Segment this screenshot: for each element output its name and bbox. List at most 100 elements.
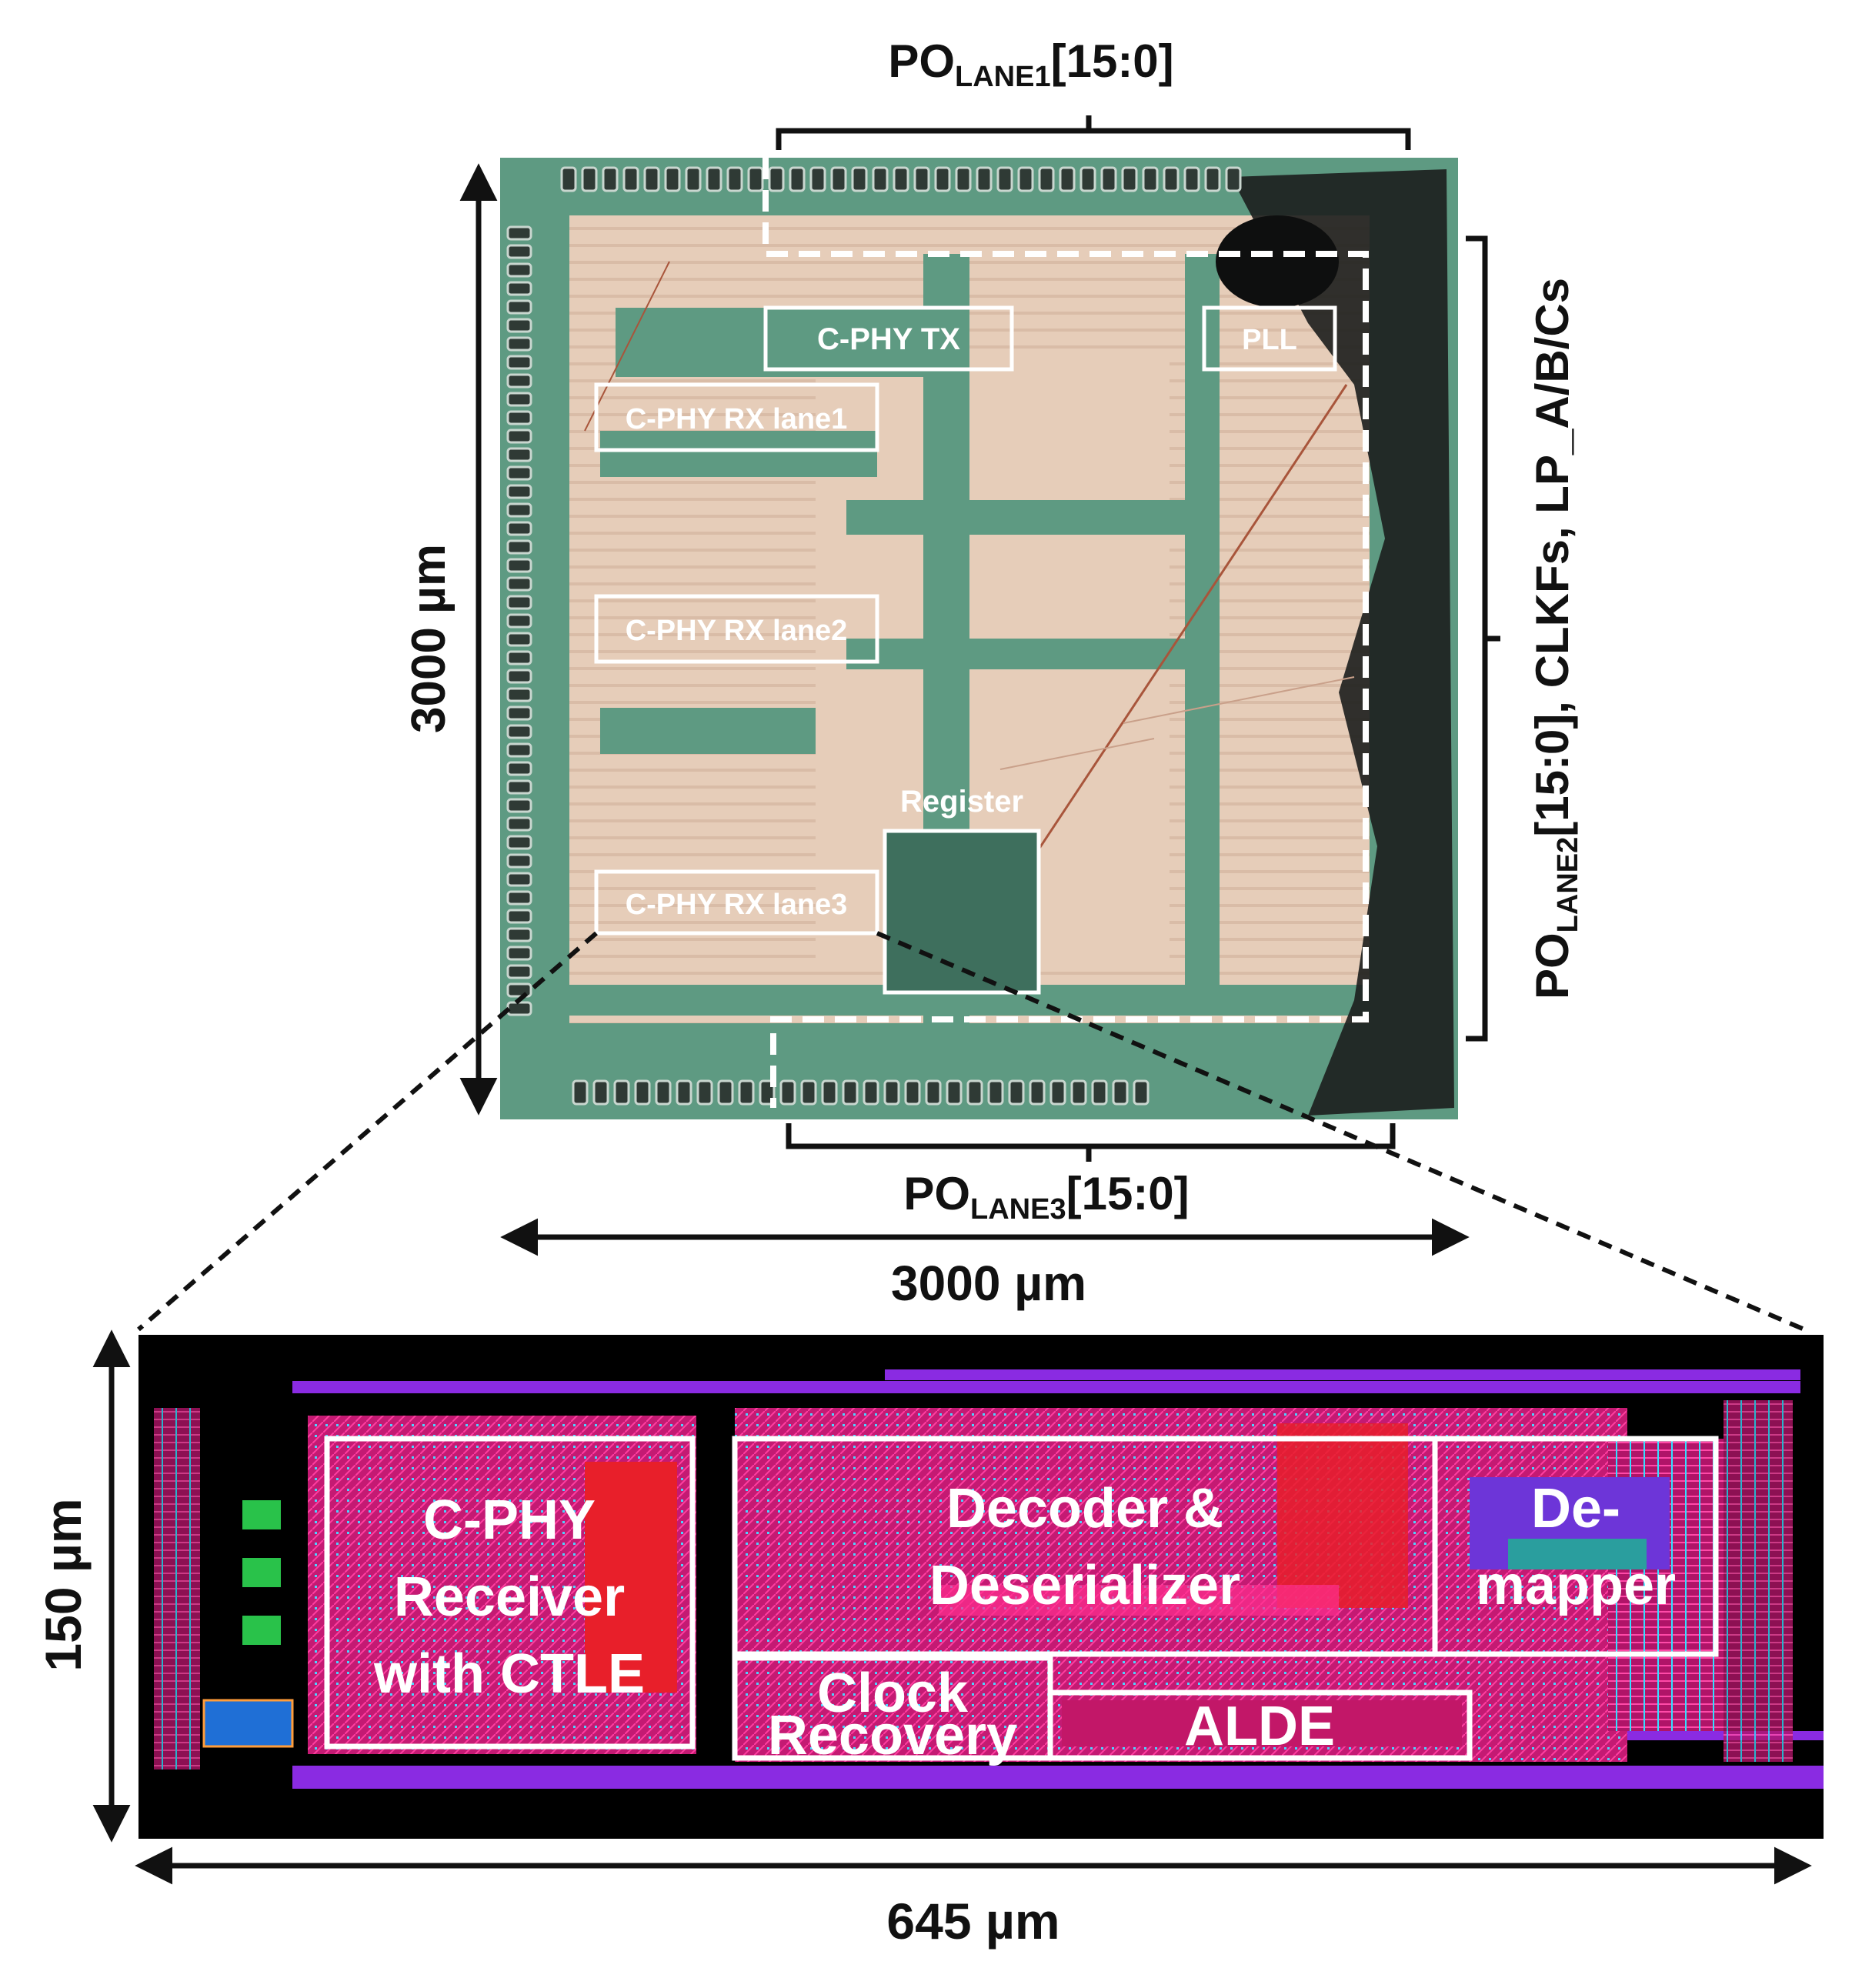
bond-pad [925, 1079, 942, 1106]
po-lane1-prefix: PO [888, 35, 955, 87]
die-width-dimension: 3000 µm [500, 1218, 1470, 1311]
bond-pad [506, 927, 532, 942]
bond-pad [506, 447, 532, 462]
bond-pad [955, 166, 972, 192]
bond-pad [1049, 1079, 1066, 1106]
bond-pad [1163, 166, 1180, 192]
die-photo [500, 158, 1458, 1119]
die-height-dimension: 3000 µm [402, 163, 498, 1116]
bond-pad [987, 1079, 1004, 1106]
bond-pad [976, 166, 993, 192]
svg-text:645 µm: 645 µm [886, 1893, 1059, 1950]
bond-pad [506, 613, 532, 629]
svg-text:Deserializer: Deserializer [929, 1555, 1240, 1616]
bond-pad [506, 669, 532, 684]
bond-pad [506, 1001, 532, 1016]
bond-pad [643, 166, 660, 192]
bond-pad [506, 909, 532, 924]
bond-pad [904, 1079, 921, 1106]
bond-pad [1142, 166, 1159, 192]
bond-pad [506, 798, 532, 813]
bond-pad [506, 521, 532, 536]
bond-pad [506, 318, 532, 333]
bond-pad [506, 576, 532, 592]
svg-text:Register: Register [900, 785, 1023, 819]
bond-pad [622, 166, 639, 192]
bond-pad [506, 392, 532, 407]
bond-pad [842, 1079, 859, 1106]
bond-pad [717, 1079, 734, 1106]
bond-pad [809, 166, 826, 192]
block-rx-lane3: C-PHY RX lane3 [594, 869, 879, 936]
bond-pad [1070, 1079, 1087, 1106]
bond-pad [1183, 166, 1200, 192]
block-clock-recovery: Clock Recovery [732, 1655, 1053, 1766]
bond-pad [768, 166, 785, 192]
svg-text:C-PHY RX lane3: C-PHY RX lane3 [626, 889, 848, 921]
bond-pad [800, 1079, 817, 1106]
bond-pad [506, 705, 532, 721]
svg-text:mapper: mapper [1476, 1555, 1676, 1616]
layout-view [138, 1335, 1824, 1839]
po-lane1-bracket: POLANE1[15:0] [776, 35, 1411, 150]
svg-text:3000 µm: 3000 µm [402, 544, 455, 733]
svg-text:C-PHY RX lane2: C-PHY RX lane2 [626, 615, 848, 647]
svg-text:Recovery: Recovery [768, 1705, 1017, 1766]
svg-text:ALDE: ALDE [1184, 1696, 1335, 1757]
bond-pad [830, 166, 847, 192]
bond-pad [789, 166, 806, 192]
block-decoder-deserializer: Decoder & Deserializer [732, 1436, 1438, 1657]
block-pll: PLL [1202, 305, 1337, 372]
bond-pad [506, 355, 532, 370]
block-alde: ALDE [1047, 1689, 1473, 1761]
block-receiver-ctle: C-PHY Receiver with CTLE [324, 1436, 696, 1750]
po-lane2-suffix: [15:0], CLKFs, LP_A/B/Cs [1527, 278, 1578, 837]
layout-height-dimension: 150 µm [35, 1329, 131, 1843]
bond-pad [706, 166, 722, 192]
bond-pad [1038, 166, 1055, 192]
bond-pad [1091, 1079, 1108, 1106]
svg-text:Receiver: Receiver [394, 1566, 625, 1628]
bond-pad [863, 1079, 879, 1106]
svg-text:C-PHY TX: C-PHY TX [817, 322, 960, 356]
bond-pad [506, 244, 532, 259]
bond-pad [572, 1079, 589, 1106]
block-demapper: De- mapper [1432, 1436, 1719, 1657]
po-lane1-sub: LANE1 [955, 61, 1051, 93]
svg-text:with CTLE: with CTLE [373, 1643, 645, 1705]
bond-pad [506, 742, 532, 758]
svg-text:3000 µm: 3000 µm [891, 1256, 1086, 1311]
bond-pad [506, 539, 532, 555]
bond-pad [506, 724, 532, 739]
svg-text:PLL: PLL [1242, 324, 1297, 356]
bond-pad [506, 558, 532, 573]
bond-pad [821, 1079, 838, 1106]
bond-pad [1204, 166, 1221, 192]
bond-pad [613, 1079, 630, 1106]
bond-pad [506, 299, 532, 315]
bond-pad [1133, 1079, 1150, 1106]
po-lane3-bracket: POLANE3[15:0] [786, 1123, 1396, 1226]
bond-pads-bottom [572, 1079, 1150, 1106]
bond-pad [1017, 166, 1034, 192]
bond-pad [934, 166, 951, 192]
bond-pad [506, 964, 532, 979]
svg-text:150 µm: 150 µm [35, 1498, 92, 1671]
bond-pad [506, 595, 532, 610]
bond-pad [506, 890, 532, 906]
bond-pad [1225, 166, 1242, 192]
bond-pad [506, 262, 532, 278]
po-lane2-bracket: POLANE2[15:0], CLKFs, LP_A/B/Cs [1466, 235, 1584, 1042]
bond-pad [676, 1079, 692, 1106]
bond-pad [696, 1079, 713, 1106]
bond-pad [506, 816, 532, 832]
bond-pad [726, 166, 743, 192]
bond-pad [506, 779, 532, 795]
bond-pad [506, 761, 532, 776]
bond-pad [634, 1079, 651, 1106]
po-lane1-suffix: [15:0] [1051, 35, 1174, 87]
block-rx-lane1: C-PHY RX lane1 [594, 382, 879, 452]
bond-pad [1112, 1079, 1129, 1106]
bond-pad [506, 502, 532, 518]
bond-pad [581, 166, 598, 192]
